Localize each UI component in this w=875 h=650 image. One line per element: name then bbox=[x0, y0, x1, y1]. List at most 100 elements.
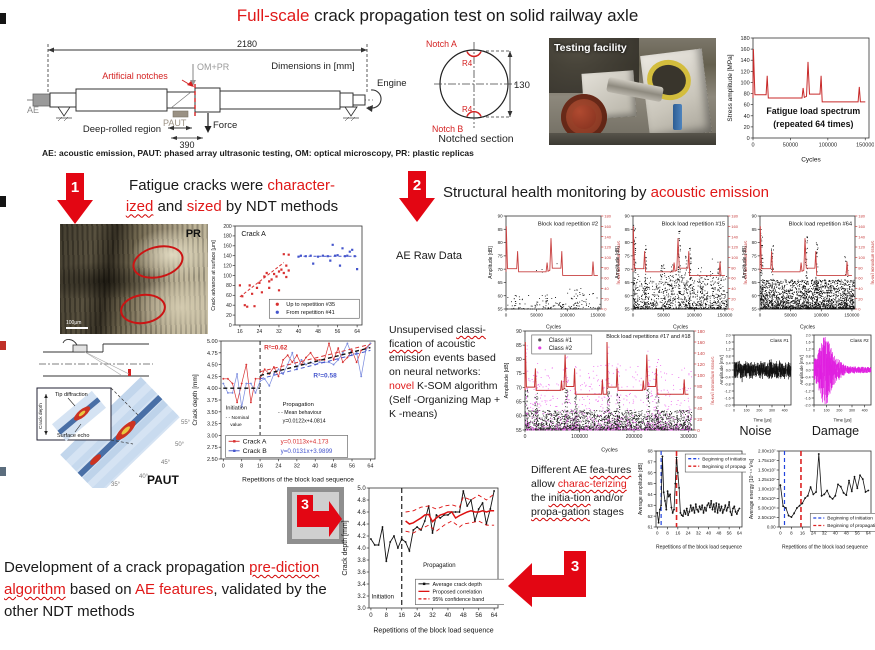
svg-text:140: 140 bbox=[604, 234, 612, 239]
svg-text:0: 0 bbox=[813, 409, 815, 413]
svg-text:62: 62 bbox=[648, 514, 654, 519]
floor-strip bbox=[549, 133, 716, 145]
feat-9: stages bbox=[589, 505, 624, 518]
svg-text:Block load repetition #15: Block load repetition #15 bbox=[662, 221, 726, 227]
svg-text:80: 80 bbox=[731, 265, 736, 270]
svg-text:75: 75 bbox=[516, 371, 522, 377]
svg-text:3.2: 3.2 bbox=[357, 594, 366, 600]
svg-text:Fatigue load spectrum: Fatigue load spectrum bbox=[766, 106, 860, 116]
svg-text:3.75: 3.75 bbox=[207, 398, 218, 404]
svg-text:Cycles: Cycles bbox=[673, 325, 689, 331]
noise-class-label: Noise bbox=[739, 424, 772, 438]
svg-text:8: 8 bbox=[385, 613, 389, 619]
svg-text:20: 20 bbox=[226, 313, 232, 319]
svg-text:90: 90 bbox=[498, 214, 504, 219]
svg-text:Initiation: Initiation bbox=[226, 405, 248, 411]
svg-text:Crack depth [mm]: Crack depth [mm] bbox=[342, 520, 349, 575]
svg-text:2.75: 2.75 bbox=[207, 445, 218, 451]
svg-text:Propagation: Propagation bbox=[283, 402, 314, 408]
svg-text:64: 64 bbox=[491, 613, 498, 619]
r4-top-label: R4 bbox=[462, 59, 473, 68]
svg-text:80: 80 bbox=[516, 357, 522, 363]
svg-text:24: 24 bbox=[414, 613, 421, 619]
axle-total-length: 2180 bbox=[237, 39, 257, 49]
notched-section-diagram: Notch A R4 R4 Notch B 130 Notched sectio… bbox=[424, 38, 534, 145]
section-3-number-box: 3 bbox=[301, 496, 309, 512]
svg-text:1.2: 1.2 bbox=[726, 347, 731, 351]
svg-text:60: 60 bbox=[858, 276, 863, 281]
svg-text:Class #1: Class #1 bbox=[549, 338, 573, 344]
svg-text:Amplitude [dB]: Amplitude [dB] bbox=[615, 246, 621, 279]
svg-text:- - Nominal: - - Nominal bbox=[226, 415, 249, 421]
svg-text:100: 100 bbox=[858, 255, 866, 260]
svg-text:20: 20 bbox=[858, 296, 863, 301]
damage-class-label: Damage bbox=[811, 424, 860, 438]
svg-text:Amplitude [dB]: Amplitude [dB] bbox=[488, 246, 494, 279]
svg-text:63: 63 bbox=[648, 503, 654, 508]
scale-bar-label: 100μm bbox=[66, 320, 82, 326]
svg-text:65: 65 bbox=[625, 280, 631, 285]
svg-text:120: 120 bbox=[741, 69, 750, 75]
svg-text:Crack A: Crack A bbox=[241, 231, 266, 238]
svg-text:Crack B: Crack B bbox=[243, 448, 268, 455]
svg-text:16: 16 bbox=[237, 329, 243, 335]
svg-text:100: 100 bbox=[697, 373, 705, 378]
svg-text:60: 60 bbox=[697, 395, 703, 400]
svg-text:R²=0.62: R²=0.62 bbox=[264, 344, 288, 351]
svg-text:0: 0 bbox=[779, 531, 782, 536]
section-3-number-arrow: 3 bbox=[571, 558, 579, 575]
feat-2: fea-tures bbox=[589, 464, 632, 476]
feat-4: charac-terizing bbox=[557, 477, 627, 490]
svg-text:80: 80 bbox=[498, 240, 504, 245]
svg-text:120: 120 bbox=[604, 245, 612, 250]
svg-text:200: 200 bbox=[836, 409, 842, 413]
svg-text:3.6: 3.6 bbox=[357, 570, 366, 576]
svg-text:2.00x10⁷: 2.00x10⁷ bbox=[758, 449, 776, 454]
svg-text:1.50x10⁷: 1.50x10⁷ bbox=[758, 468, 776, 473]
svg-text:60: 60 bbox=[604, 276, 609, 281]
ae-raw-data-label: AE Raw Data bbox=[396, 250, 463, 262]
svg-text:150000: 150000 bbox=[717, 313, 733, 318]
svg-text:Average energy [10⁻¹⁴ V²s]: Average energy [10⁻¹⁴ V²s] bbox=[749, 458, 755, 519]
svg-text:80: 80 bbox=[752, 240, 758, 245]
svg-text:150000: 150000 bbox=[590, 313, 606, 318]
testing-facility-photo: Testing facility bbox=[549, 38, 716, 145]
svg-text:200: 200 bbox=[223, 224, 232, 230]
svg-text:- - Mean behaviour: - - Mean behaviour bbox=[278, 410, 322, 416]
svg-text:56: 56 bbox=[349, 464, 355, 470]
svg-text:Amplitude [mV]: Amplitude [mV] bbox=[719, 355, 724, 385]
svg-text:80: 80 bbox=[226, 283, 232, 289]
svg-text:100000: 100000 bbox=[814, 313, 830, 318]
heading1-red1: character- bbox=[267, 177, 335, 194]
svg-text:Cycles: Cycles bbox=[546, 325, 562, 331]
svg-text:20: 20 bbox=[731, 296, 736, 301]
svg-text:Amplitude [mV]: Amplitude [mV] bbox=[799, 355, 804, 385]
svg-text:Block load repetition #2: Block load repetition #2 bbox=[538, 221, 598, 227]
svg-text:100000: 100000 bbox=[819, 143, 837, 149]
svg-text:85: 85 bbox=[625, 227, 631, 232]
svg-text:70: 70 bbox=[498, 267, 504, 272]
svg-text:16: 16 bbox=[398, 613, 405, 619]
heading1-red2: ized bbox=[125, 198, 154, 216]
svg-text:75: 75 bbox=[752, 253, 758, 258]
svg-text:4.75: 4.75 bbox=[207, 351, 218, 357]
svg-text:0.00: 0.00 bbox=[767, 525, 776, 530]
svg-text:64: 64 bbox=[866, 531, 872, 536]
svg-text:0: 0 bbox=[759, 313, 762, 318]
svg-text:120: 120 bbox=[858, 245, 866, 250]
svg-text:56: 56 bbox=[335, 329, 341, 335]
svg-text:5.0: 5.0 bbox=[357, 486, 366, 492]
svg-text:140: 140 bbox=[858, 234, 866, 239]
svg-text:140: 140 bbox=[741, 58, 750, 64]
svg-text:-0.4: -0.4 bbox=[804, 375, 810, 379]
svg-text:Repetitions of the block load: Repetitions of the block load sequence bbox=[242, 477, 354, 484]
svg-text:100000: 100000 bbox=[560, 313, 576, 318]
svg-text:100000: 100000 bbox=[687, 313, 703, 318]
section-2-heading: Structural health monitoring by acoustic… bbox=[443, 184, 875, 201]
svg-text:40: 40 bbox=[312, 464, 318, 470]
conclusion-text: Development of a crack propagation pre-d… bbox=[4, 557, 340, 622]
svg-text:85: 85 bbox=[498, 227, 504, 232]
heading1-part1: Fatigue cracks were bbox=[129, 177, 268, 194]
unsup-part5: K-SOM algorithm (Self -Organizing Map + … bbox=[389, 379, 501, 420]
svg-text:180: 180 bbox=[697, 329, 705, 334]
